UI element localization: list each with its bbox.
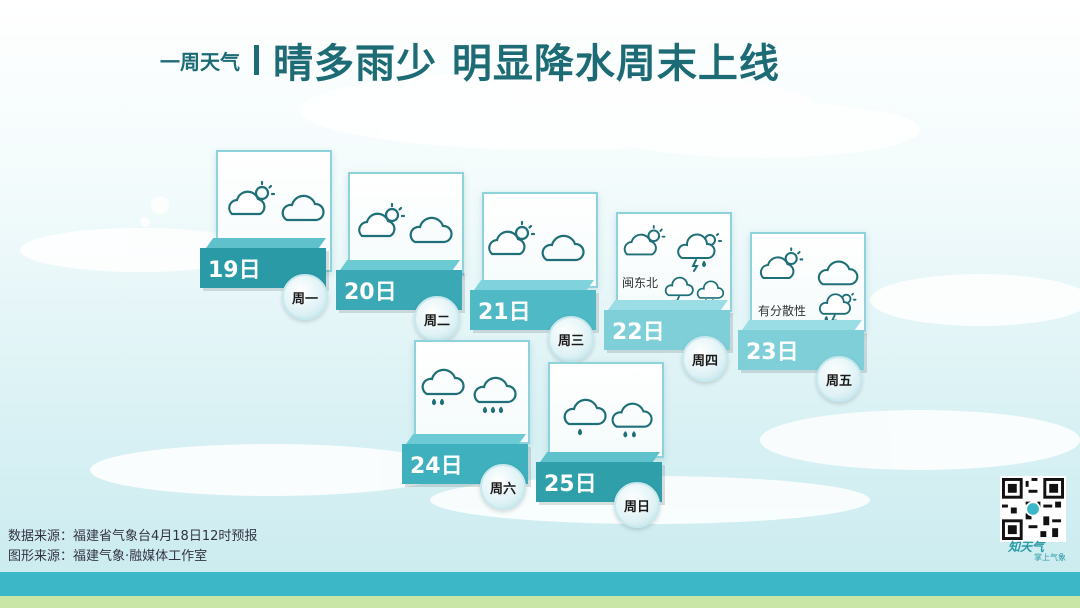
day-card-25: 25日 周日	[536, 362, 671, 532]
light-rain-icon	[421, 368, 465, 406]
day-card-24: 24日 周六	[402, 340, 537, 510]
day-card-20: 20日 周二	[336, 172, 471, 342]
weekday-badge: 周一	[282, 274, 328, 320]
partly-cloudy-icon	[623, 225, 666, 256]
light-rain-icon	[563, 398, 607, 436]
brand-subtitle: 掌上气象	[1034, 553, 1066, 562]
moderate-rain-icon	[473, 376, 517, 414]
day-card-21: 21日 周三	[470, 192, 605, 362]
brand-logo: 知天气 掌上气象	[994, 538, 1074, 562]
partly-cloudy-icon	[358, 202, 406, 238]
cloudy-icon	[817, 260, 859, 286]
title-prefix: 一周天气	[160, 49, 240, 74]
bottom-stripe	[0, 572, 1080, 596]
base-top	[540, 452, 660, 462]
weekday-badge: 周六	[480, 464, 526, 510]
base-top	[206, 238, 326, 248]
day-panel	[414, 340, 530, 444]
cloudy-icon	[541, 234, 585, 262]
weekday-badge: 周日	[614, 482, 660, 528]
day-card-22: 闽东北 22日 周四	[604, 212, 739, 382]
base-top	[742, 320, 862, 330]
qr-code-icon[interactable]	[1000, 476, 1066, 542]
day-card-23: 有分散性 23日 周五	[738, 232, 873, 402]
partly-cloudy-icon	[228, 180, 276, 216]
partly-cloudy-icon	[759, 247, 804, 279]
partly-cloudy-icon	[488, 220, 536, 256]
graphic-source: 图形来源：福建气象·融媒体工作室	[8, 549, 208, 564]
page-title: 一周天气 晴多雨少 明显降水周末上线	[160, 30, 780, 90]
scattered-note: 有分散性	[758, 304, 807, 318]
base-top	[608, 300, 728, 310]
region-note: 闽东北	[622, 276, 659, 290]
cloudy-icon	[409, 216, 453, 244]
base-top	[474, 280, 594, 290]
base-top	[340, 260, 460, 270]
title-headline: 晴多雨少 明显降水周末上线	[273, 41, 780, 87]
weekday-badge: 周四	[682, 336, 728, 382]
moderate-rain-icon	[611, 402, 653, 438]
brand-name: 知天气	[1008, 540, 1045, 554]
data-source: 数据来源：福建省气象台4月18日12时预报	[8, 529, 258, 544]
cloudy-icon	[281, 194, 325, 222]
weekday-badge: 周二	[414, 296, 460, 342]
title-divider	[254, 45, 259, 75]
weekday-badge: 周三	[548, 316, 594, 362]
bottom-stripe-accent	[0, 596, 1080, 608]
weekday-badge: 周五	[816, 356, 862, 402]
day-card-19: 19日 周一	[200, 150, 335, 320]
thunderstorm-icon	[677, 233, 722, 272]
base-top	[406, 434, 526, 444]
